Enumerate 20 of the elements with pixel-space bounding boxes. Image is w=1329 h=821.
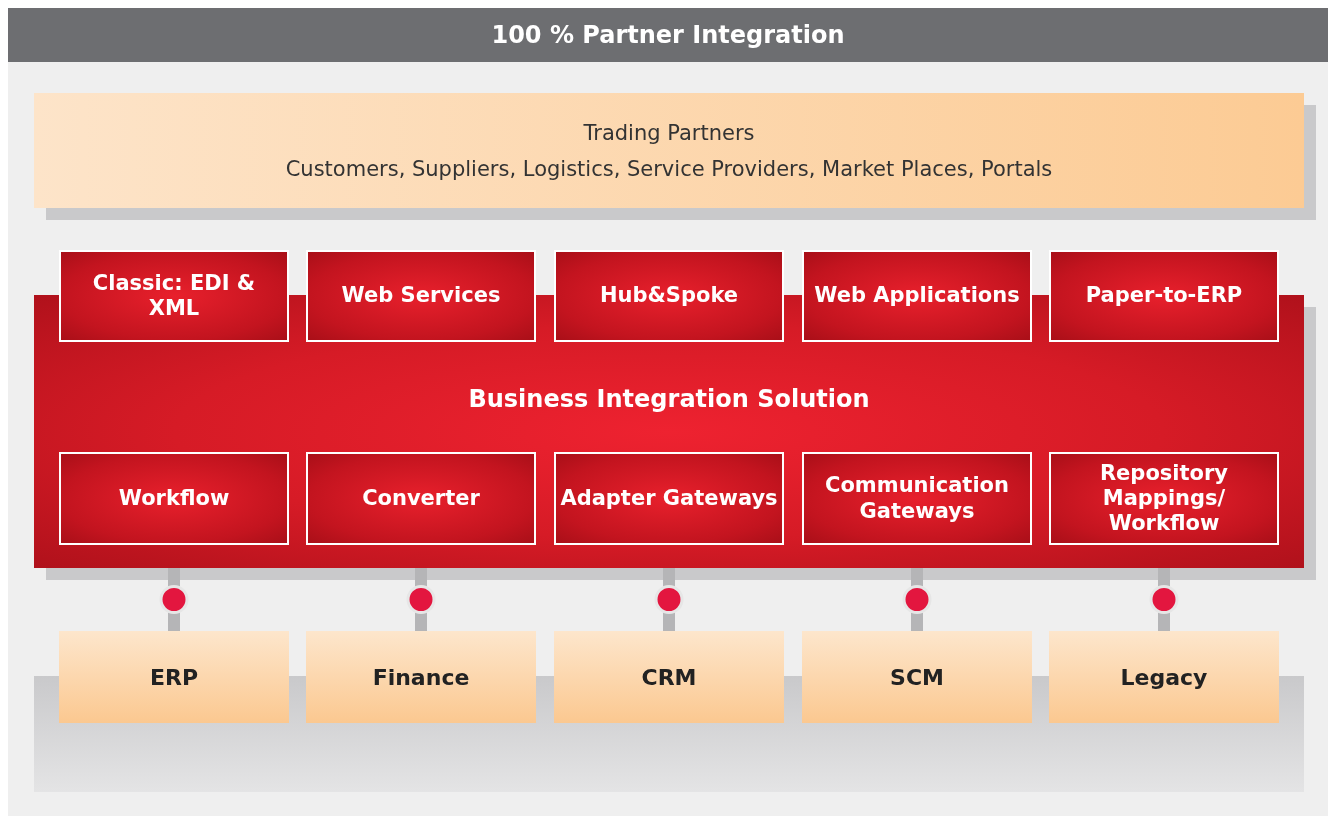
system-box: Finance	[306, 631, 536, 723]
system-box: Legacy	[1049, 631, 1279, 723]
module-box: Adapter Gateways	[554, 452, 784, 545]
band-text: Customers, Suppliers, Logistics, Service Providers, Market Places, Portals	[285, 155, 1053, 183]
partner-band	[34, 93, 1304, 208]
system-box: CRM	[554, 631, 784, 723]
module-box: Workflow	[59, 452, 289, 545]
channel-box: Web Services	[306, 250, 536, 342]
channel-box: Classic: EDI & XML	[59, 250, 289, 342]
channel-box: Web Applications	[802, 250, 1032, 342]
system-box: ERP	[59, 631, 289, 723]
module-box: Repository Mappings/ Workflow	[1049, 452, 1279, 545]
system-box: SCM	[802, 631, 1032, 723]
module-box: Communication Gateways	[802, 452, 1032, 545]
band-heading: Trading Partners	[583, 119, 755, 147]
panel-title: Business Integration Solution	[467, 385, 871, 413]
title-banner: 100 % Partner Integration	[8, 8, 1328, 62]
channel-box: Hub&Spoke	[554, 250, 784, 342]
module-box: Converter	[306, 452, 536, 545]
channel-box: Paper-to-ERP	[1049, 250, 1279, 342]
